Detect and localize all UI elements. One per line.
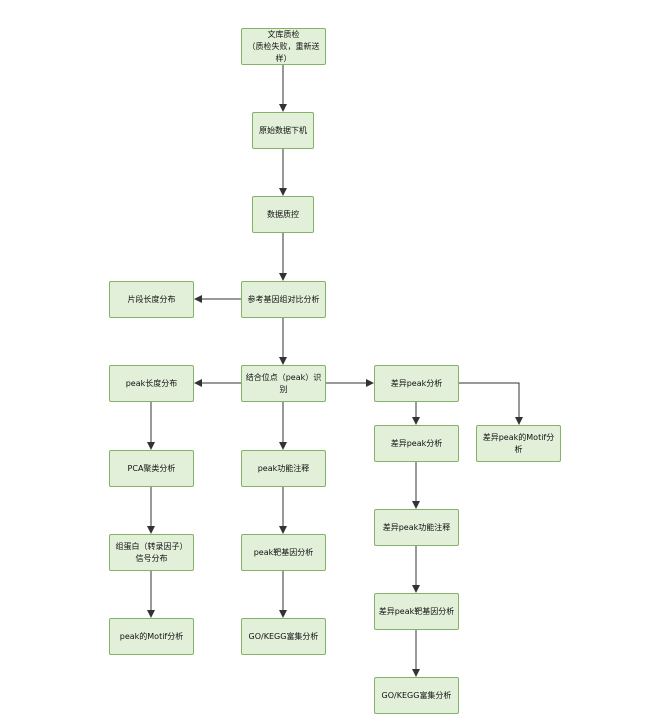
node-tf-signal: 组蛋白（转录因子） 信号分布 xyxy=(109,534,194,571)
node-pca: PCA聚类分析 xyxy=(109,450,194,487)
node-diff-target: 差异peak靶基因分析 xyxy=(374,593,459,630)
node-peak-anno: peak功能注释 xyxy=(241,450,326,487)
node-diff-peak-main: 差异peak分析 xyxy=(374,365,459,402)
node-ref-align: 参考基因组对比分析 xyxy=(241,281,326,318)
node-diff-go-kegg: GO/KEGG富集分析 xyxy=(374,677,459,714)
node-peak-call: 结合位点（peak）识别 xyxy=(241,365,326,402)
node-diff-anno: 差异peak功能注释 xyxy=(374,509,459,546)
node-fragment-len: 片段长度分布 xyxy=(109,281,194,318)
node-peak-len: peak长度分布 xyxy=(109,365,194,402)
node-peak-target: peak靶基因分析 xyxy=(241,534,326,571)
arrow-diff-peak-main-to-diff-motif xyxy=(458,382,523,425)
node-peak-motif: peak的Motif分析 xyxy=(109,618,194,655)
node-raw-data: 原始数据下机 xyxy=(252,112,314,149)
node-go-kegg: GO/KEGG富集分析 xyxy=(241,618,326,655)
node-library-qc: 文库质检 （质检失败，重新送样） xyxy=(241,28,326,65)
node-diff-peak: 差异peak分析 xyxy=(374,425,459,462)
node-diff-motif: 差异peak的Motif分析 xyxy=(476,425,561,462)
node-data-qc: 数据质控 xyxy=(252,196,314,233)
